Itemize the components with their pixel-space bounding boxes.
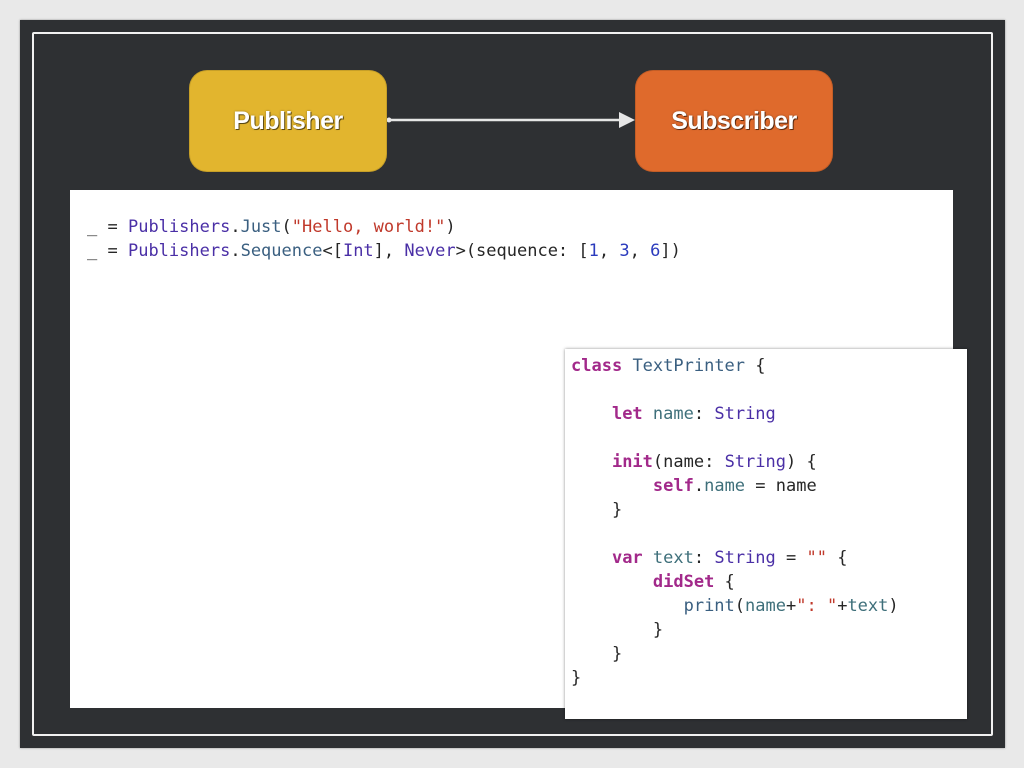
code-token: , [629,241,651,261]
chalkboard: Publisher Subscriber _ = Publishers.Just… [20,20,1005,748]
code-line: _ = Publishers.Just("Hello, world!") [87,217,456,237]
code-token: String [724,452,786,472]
code-token [643,548,653,568]
code-token: . [693,476,705,496]
main-code-block: _ = Publishers.Just("Hello, world!") _ =… [87,215,681,263]
code-token [643,404,653,424]
code-line: self.name = name [571,476,817,496]
code-token: ], [373,241,405,261]
code-token: = name [745,476,817,496]
code-token: { [745,356,766,376]
code-token: class [571,356,623,376]
code-token: = [775,548,807,568]
code-token: Sequence [240,241,323,261]
code-token: var [611,548,643,568]
code-token: 6 [650,241,661,261]
code-token: ) { [785,452,817,472]
code-token [571,452,612,472]
code-token: self [652,476,694,496]
code-line: init(name: String) { [571,452,817,472]
code-line: let name: String [571,404,776,424]
code-token: : [693,548,715,568]
code-token: ( [734,596,746,616]
code-token: = [97,241,128,261]
publisher-node: Publisher [189,70,387,172]
code-line: } [571,620,663,640]
subscriber-label: Subscriber [671,106,797,135]
code-token: } [571,644,623,664]
code-token [571,476,653,496]
code-token [571,404,612,424]
code-token: { [826,548,848,568]
code-token: } [571,620,664,640]
code-token: >(sequence: [ [455,241,589,261]
code-line: } [571,668,581,688]
code-token: "Hello, world!" [291,217,446,237]
code-token: ]) [660,241,681,261]
code-token: _ [87,217,98,237]
code-token: ) [445,217,456,237]
code-token: name [652,404,694,424]
code-token: text [847,596,889,616]
code-token: + [785,596,797,616]
code-token: : [693,404,715,424]
publisher-to-subscriber-arrow [387,112,635,128]
class-code-block: class TextPrinter { let name: String ini… [571,354,899,690]
code-token: (name: [652,452,725,472]
subscriber-node: Subscriber [635,70,833,172]
code-token: + [837,596,848,616]
code-line: class TextPrinter { [571,356,766,376]
code-token: . [230,217,241,237]
code-line: print(name+": "+text) [571,596,899,616]
code-line: } [571,644,622,664]
code-token: ( [281,217,292,237]
code-token: , [598,241,620,261]
code-token: Publishers [127,241,231,261]
code-line: var text: String = "" { [571,548,848,568]
code-token: name [745,596,786,616]
code-token: { [714,572,735,592]
code-token: } [571,668,582,688]
code-token: print [683,596,735,616]
code-token [571,596,684,616]
code-token [571,548,612,568]
code-token: ) [888,596,899,616]
code-token: Publishers [127,217,231,237]
board-border [32,32,993,736]
publisher-label: Publisher [233,106,343,135]
code-token [622,356,632,376]
code-token: Int [342,241,374,261]
code-token [571,572,653,592]
code-token: init [611,452,653,472]
code-token: Just [240,217,282,237]
code-token: _ [87,241,98,261]
code-token: = [97,217,128,237]
arrow-start-dot [387,117,392,123]
code-token: } [571,500,623,520]
arrow-head [619,112,635,128]
code-token: "" [806,548,827,568]
code-line: didSet { [571,572,735,592]
class-code-panel: class TextPrinter { let name: String ini… [565,349,967,719]
code-token: 3 [619,241,630,261]
code-token: text [652,548,694,568]
code-line: _ = Publishers.Sequence<[Int], Never>(se… [87,241,681,261]
code-token: name [704,476,746,496]
code-token: let [611,404,643,424]
code-token: String [714,404,776,424]
code-token: TextPrinter [632,356,746,376]
code-line: } [571,500,622,520]
code-token: . [230,241,241,261]
code-token: ": " [796,596,838,616]
code-token: didSet [652,572,715,592]
code-token: 1 [588,241,599,261]
code-token: String [714,548,776,568]
code-token: <[ [322,241,343,261]
code-token: Never [404,241,456,261]
